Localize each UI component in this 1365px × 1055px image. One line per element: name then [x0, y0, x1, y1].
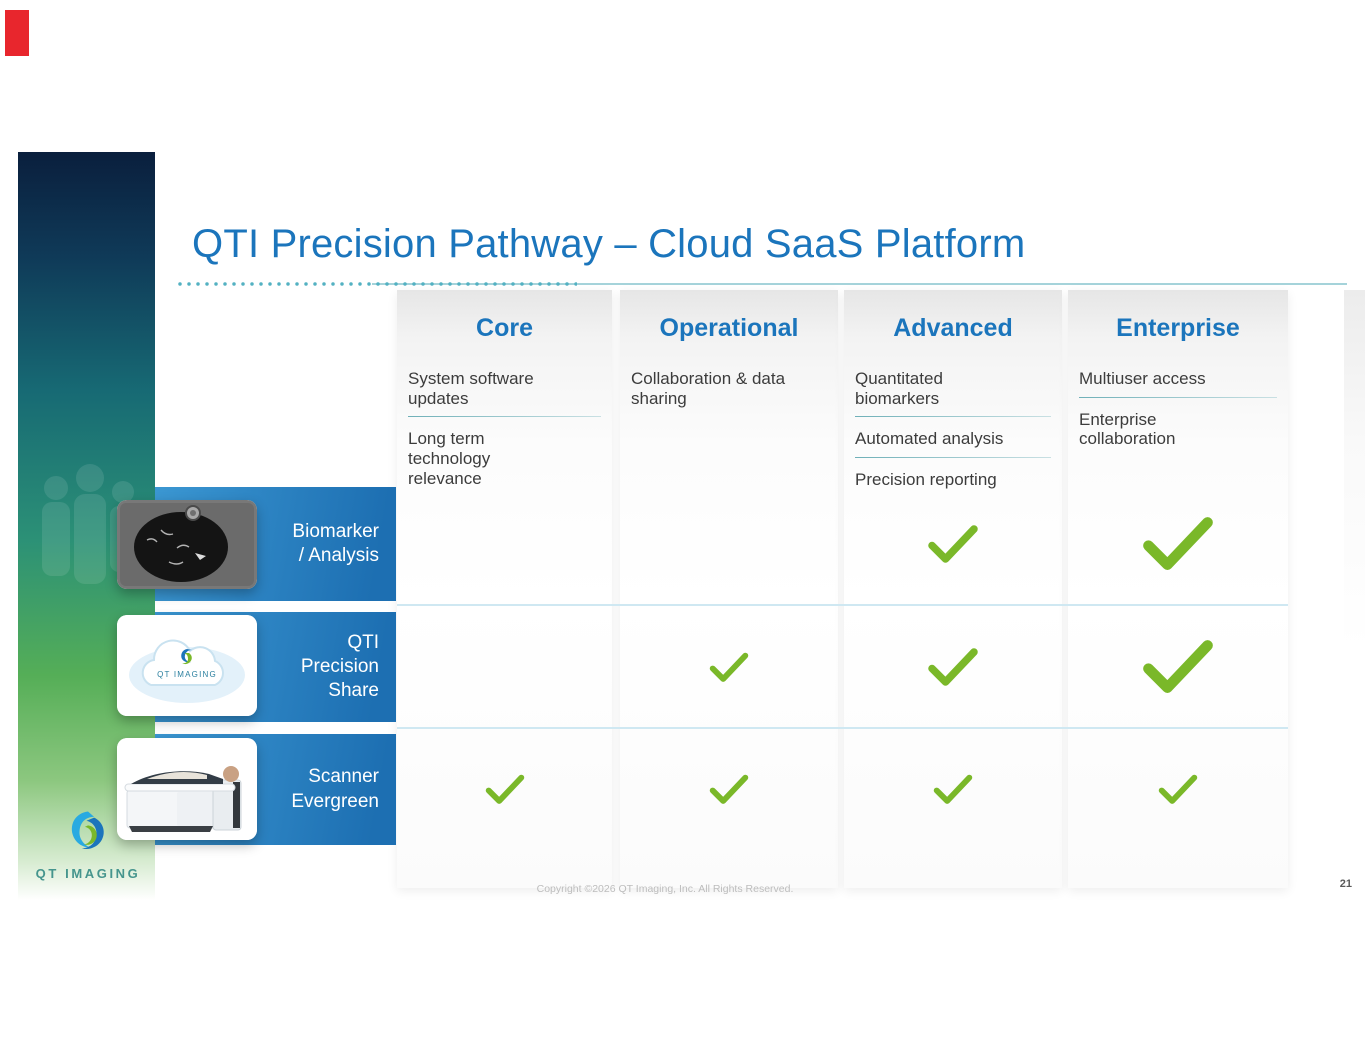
feature-item: System software updates [408, 369, 601, 417]
checkmark-icon [1158, 774, 1198, 805]
slide-title: QTI Precision Pathway – Cloud SaaS Platf… [192, 222, 1026, 266]
red-marker-shape [5, 10, 29, 56]
feature-list-advanced: Quantitated biomarkers Automated analysi… [844, 369, 1062, 490]
copyright-text: Copyright ©2026 QT Imaging, Inc. All Rig… [536, 883, 794, 895]
checkmark-icon [485, 774, 524, 805]
column-header-advanced: Advanced [893, 314, 1013, 342]
row-label: Biomarker / Analysis [292, 520, 379, 566]
column-panel-operational: Operational Collaboration & data sharing [620, 290, 838, 888]
row-label: Scanner Evergreen [291, 766, 379, 812]
feature-item: Collaboration & data sharing [631, 369, 827, 408]
feature-text: Quantitated biomarkers [855, 369, 943, 408]
column-panel-advanced: Advanced Quantitated biomarkers Automate… [844, 290, 1062, 888]
checkmark-icon [709, 774, 749, 805]
feature-item: Enterprise collaboration [1079, 410, 1277, 449]
checkmark-cell-scanner-core [397, 734, 612, 845]
qt-imaging-logo: QT IMAGING [24, 806, 152, 881]
checkmark-icon [709, 652, 749, 682]
dotted-divider [177, 281, 577, 287]
feature-list-enterprise: Multiuser access Enterprise collaboratio… [1068, 369, 1288, 449]
feature-text: Precision reporting [855, 470, 997, 490]
checkmark-icon [1143, 640, 1213, 694]
column-panel-enterprise: Enterprise Multiuser access Enterprise c… [1068, 290, 1288, 888]
checkmark-cell-share-operational [620, 612, 838, 722]
feature-text: Collaboration & data sharing [631, 369, 786, 408]
checkmark-cell-scanner-advanced [844, 734, 1062, 845]
feature-text: Multiuser access [1079, 369, 1206, 388]
biomarker-scan-image [117, 500, 257, 589]
feature-text: System software updates [408, 369, 534, 408]
feature-text: Automated analysis [855, 429, 1004, 449]
column-header-core: Core [476, 314, 533, 342]
checkmark-cell-biomarker-advanced [844, 487, 1062, 601]
feature-item: Long term technology relevance [408, 429, 601, 488]
checkmark-cell-scanner-operational [620, 734, 838, 845]
feature-text: Long term technology relevance [408, 429, 491, 488]
checkmark-icon [933, 774, 973, 805]
precision-share-cloud-image: QT IMAGING [117, 615, 257, 716]
page-number: 21 [1339, 878, 1352, 890]
title-underline [372, 283, 1347, 285]
qt-imaging-swirl-icon [71, 811, 104, 850]
feature-item: Precision reporting [855, 470, 1051, 490]
feature-item: Multiuser access [1079, 369, 1277, 398]
checkmark-icon [928, 525, 978, 563]
row-separator [397, 604, 1288, 606]
checkmark-icon [1143, 517, 1213, 571]
feature-item: Automated analysis [855, 429, 1051, 458]
row-separator [397, 727, 1288, 729]
column-header-operational: Operational [659, 314, 799, 342]
feature-item: Quantitated biomarkers [855, 369, 1051, 417]
checkmark-icon [928, 648, 978, 686]
row-label: QTI Precision Share [300, 631, 379, 702]
feature-list-operational: Collaboration & data sharing [620, 369, 838, 408]
cloud-icon [141, 639, 224, 686]
column-header-enterprise: Enterprise [1116, 314, 1240, 342]
feature-text: Enterprise collaboration [1079, 409, 1176, 449]
logo-text: QT IMAGING [35, 866, 141, 881]
checkmark-cell-share-enterprise [1068, 612, 1288, 722]
feature-list-core: System software updates Long term techno… [397, 369, 612, 489]
column-panel-core: Core System software updates Long term t… [397, 290, 612, 888]
checkmark-cell-scanner-enterprise [1068, 734, 1288, 845]
cloud-caption-text: QT IMAGING [157, 670, 217, 679]
partial-column-panel [1344, 290, 1365, 888]
checkmark-cell-biomarker-enterprise [1068, 487, 1288, 601]
scanner-device-image [117, 738, 257, 840]
checkmark-cell-share-advanced [844, 612, 1062, 722]
